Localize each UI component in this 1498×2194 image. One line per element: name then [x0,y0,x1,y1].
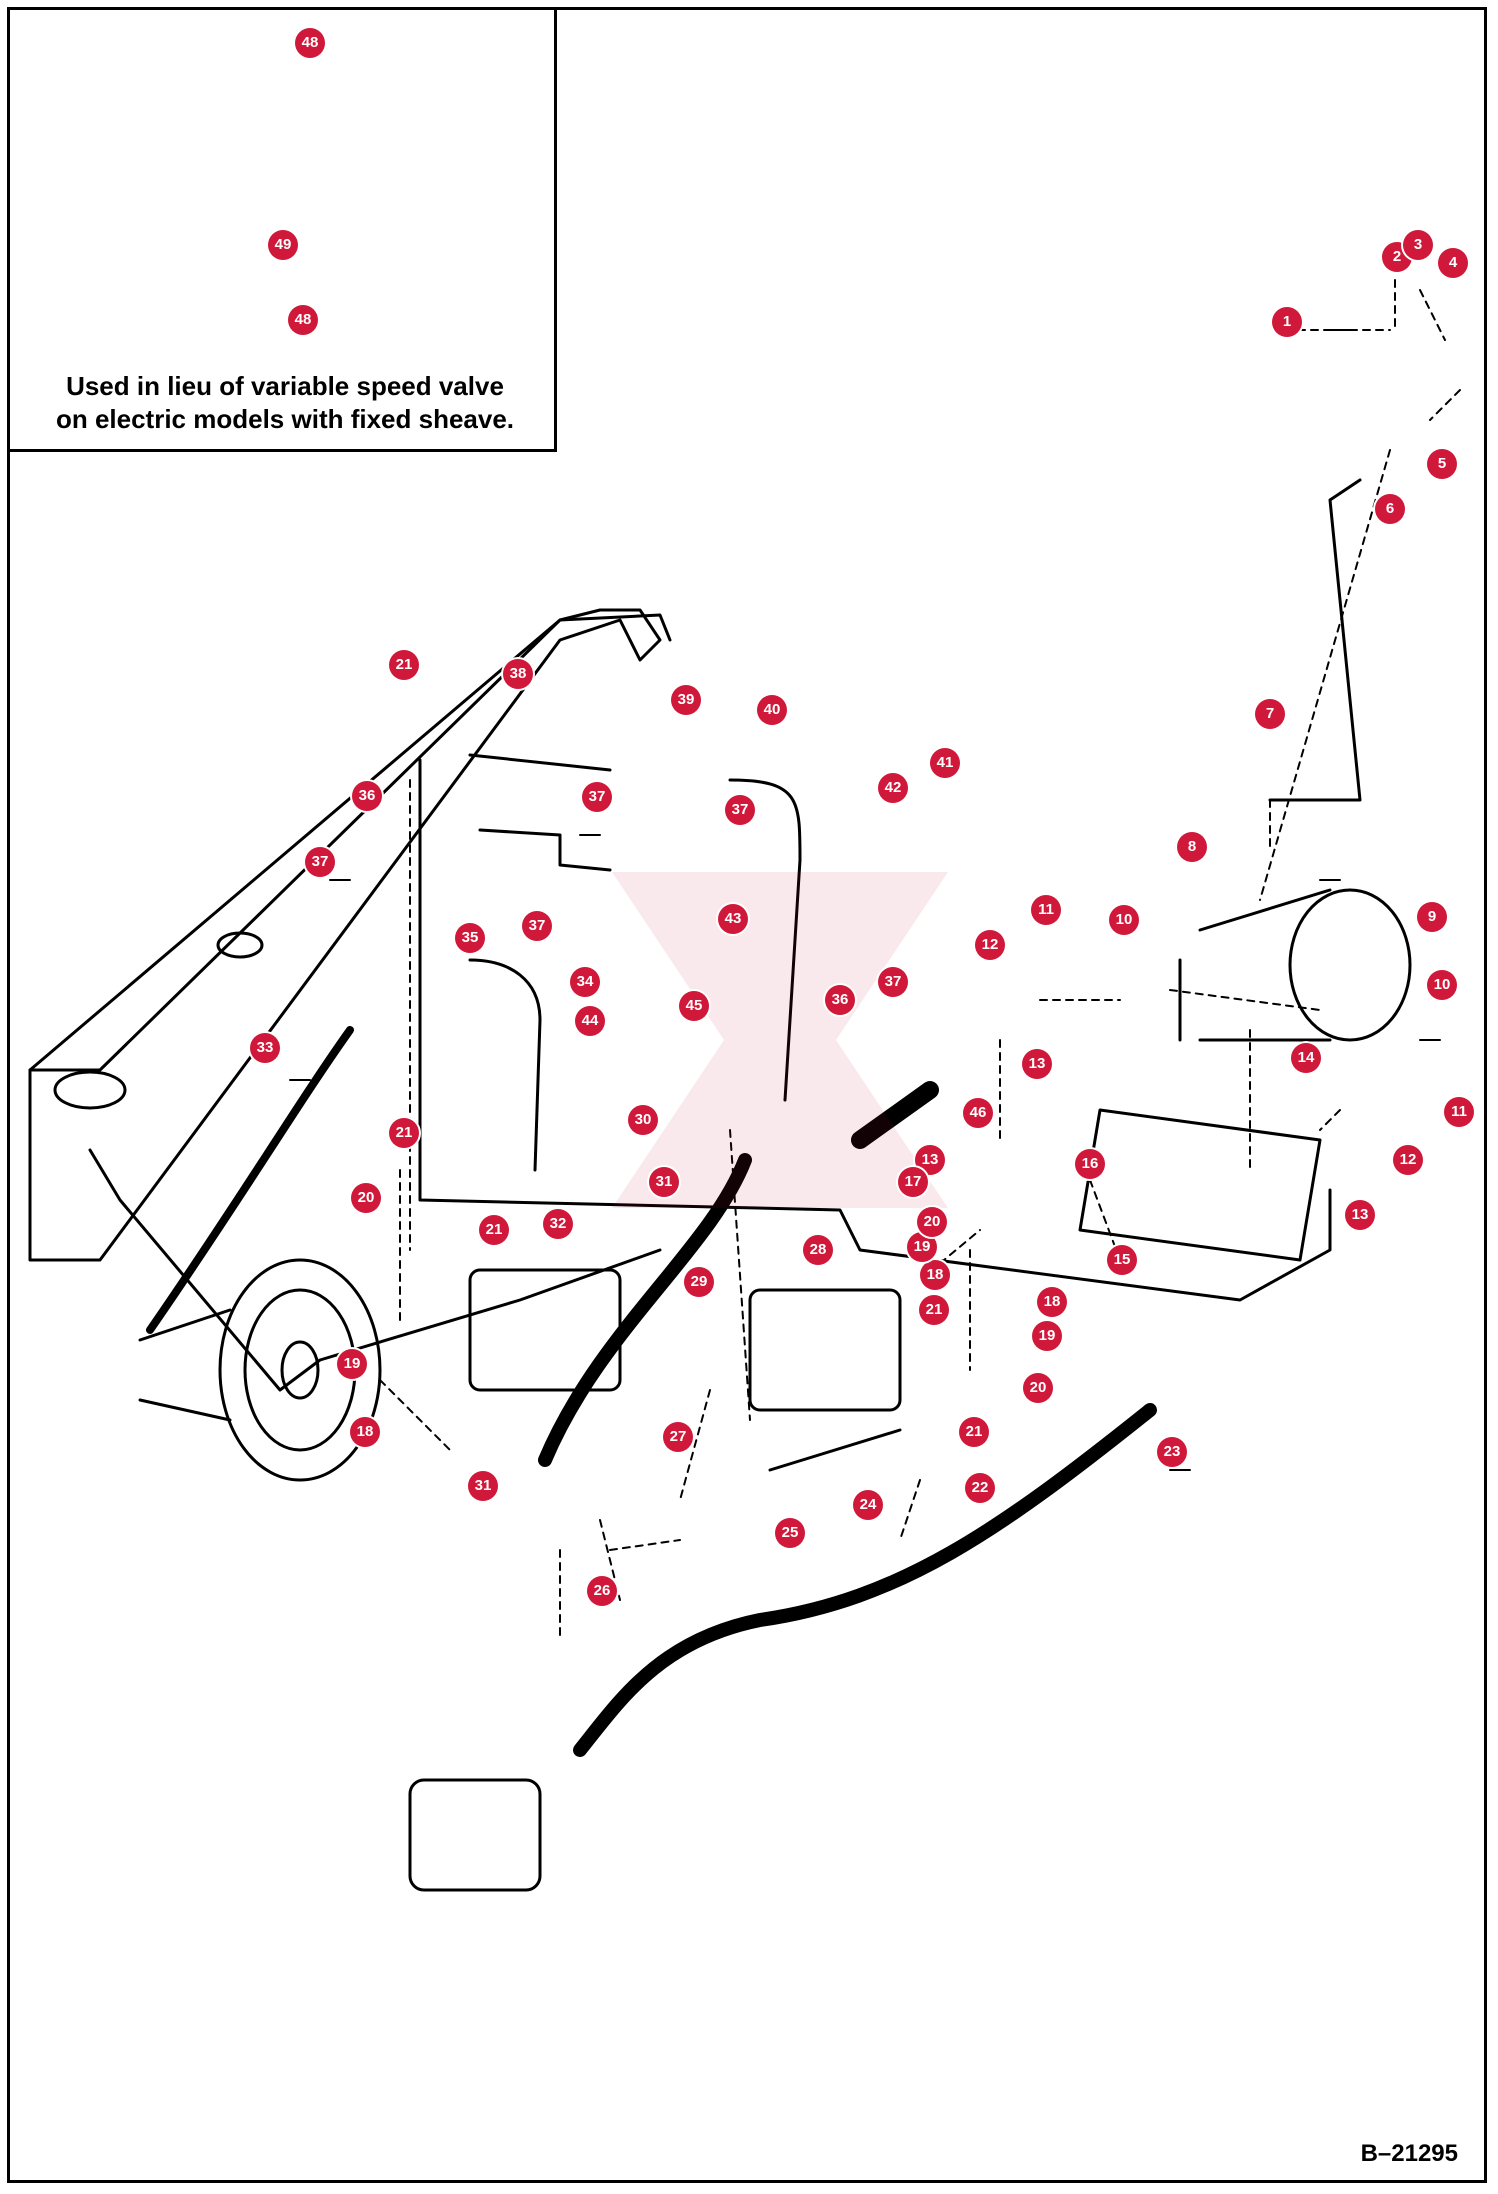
callout-48-top: 48 [295,28,325,58]
callout-4: 4 [1438,248,1468,278]
reservoir-plate [1078,1108,1322,1262]
callout-46: 45 [679,991,709,1021]
callout-42: 41 [930,748,960,778]
hose-47 [851,1081,939,1149]
callout-35: 34 [570,967,600,997]
callout-19-b: 19 [1032,1321,1062,1351]
callout-8: 8 [1177,832,1207,862]
callout-36-b: 36 [825,985,855,1015]
control-valve-right [748,1288,902,1412]
callout-44: 43 [718,904,748,934]
inset-note: Used in lieu of variable speed valve on … [20,370,550,436]
callout-25: 24 [853,1490,883,1520]
tube-7 [1268,478,1362,802]
callout-23: 22 [965,1473,995,1503]
callout-40: 39 [671,685,701,715]
callout-21-c: 21 [479,1215,509,1245]
callout-19-a: 19 [907,1232,937,1262]
tube-41 [728,778,802,1102]
callout-31-b: 31 [468,1471,498,1501]
figure-id: B–21295 [1360,2140,1458,2167]
inset-panel: Used in lieu of variable speed valve on … [7,7,557,452]
callout-47: 46 [963,1098,993,1128]
callout-5: 5 [1427,449,1457,479]
callout-13-b: 13 [1345,1200,1375,1230]
hose-32 [538,1153,752,1467]
callout-1: 1 [1272,307,1302,337]
callout-49: 49 [268,230,298,260]
callout-32: 31 [649,1167,679,1197]
callout-14: 14 [1291,1043,1321,1073]
tank-top [28,613,672,1072]
callout-20-b: 20 [1023,1373,1053,1403]
callout-34: 33 [250,1033,280,1063]
hose-34 [146,1026,354,1334]
callout-28: 27 [663,1422,693,1452]
callout-43: 42 [878,773,908,803]
callout-37-b: 37 [305,847,335,877]
callout-27: 26 [587,1576,617,1606]
pulley-hub [280,1340,320,1400]
callout-21-d: 21 [919,1295,949,1325]
callout-11-a: 11 [1031,895,1061,925]
filter-body [1178,888,1332,1042]
callout-11-b: 11 [1444,1097,1474,1127]
callout-37-d: 37 [725,795,755,825]
hydraulic-pump [408,1778,542,1892]
frame-rail [88,1148,662,1392]
callout-13-c: 13 [915,1145,945,1175]
hose-24 [573,1403,1157,1757]
inset-note-line2: on electric models with fixed sheave. [55,404,515,434]
callout-9: 9 [1417,902,1447,932]
callout-16: 16 [1075,1149,1105,1179]
callout-21-b: 21 [389,1118,419,1148]
callout-10-b: 10 [1427,970,1457,1000]
callout-29: 28 [803,1235,833,1265]
callout-45: 44 [575,1006,605,1036]
pulley-outer [218,1258,382,1482]
callout-3: 3 [1403,230,1433,260]
callout-37-e: 37 [878,967,908,997]
callout-18-a: 18 [920,1260,950,1290]
tube-25 [768,1428,902,1472]
callout-24: 23 [1157,1437,1187,1467]
inset-note-line1: Used in lieu of variable speed valve [66,371,504,401]
callout-17: 17 [898,1167,928,1197]
callout-7: 7 [1255,699,1285,729]
pulley-shaft [138,1308,232,1422]
callout-20-a: 20 [917,1207,947,1237]
callout-18-c: 18 [350,1417,380,1447]
callout-31-a: 30 [628,1105,658,1135]
tube-39 [468,753,612,772]
callout-39: 38 [503,659,533,689]
callout-26: 25 [775,1518,805,1548]
callout-36-a: 35 [455,923,485,953]
callout-18-b: 18 [1037,1287,1067,1317]
callout-15: 15 [1107,1245,1137,1275]
callout-33: 32 [543,1209,573,1239]
tube-35 [468,958,542,1172]
breather-cap [216,931,264,959]
filler-cap [53,1070,127,1110]
callout-30: 29 [684,1267,714,1297]
inner-panel [418,758,1332,1302]
tube-38 [478,828,612,872]
callout-13-a: 13 [1022,1049,1052,1079]
callout-12-b: 12 [1393,1145,1423,1175]
callout-37-c: 37 [582,782,612,812]
callout-19-c: 19 [337,1349,367,1379]
callout-38: 37 [522,911,552,941]
callout-37-a: 36 [352,781,382,811]
filter-cap [1288,888,1412,1042]
callout-12-a: 12 [975,930,1005,960]
callout-21-a: 21 [389,650,419,680]
callout-20-c: 20 [351,1183,381,1213]
callout-6: 6 [1375,494,1405,524]
tank-body [28,608,662,1262]
callout-41: 40 [757,695,787,725]
callout-48-bottom: 48 [288,305,318,335]
callout-10-a: 10 [1109,905,1139,935]
callout-22: 21 [959,1417,989,1447]
